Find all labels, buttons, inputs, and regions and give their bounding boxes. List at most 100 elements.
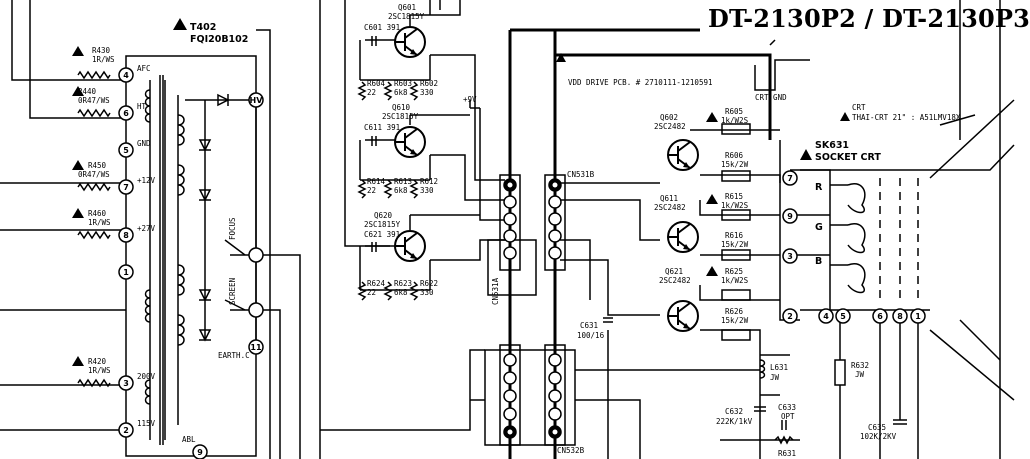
r420-ref: R420 bbox=[88, 357, 107, 366]
svg-text:11: 11 bbox=[250, 343, 262, 352]
t402-pin-label-7: +12V bbox=[137, 176, 156, 185]
svg-text:R622: R622 bbox=[420, 279, 438, 288]
socket-pin-8: 8 bbox=[892, 308, 908, 324]
svg-text:3: 3 bbox=[123, 379, 129, 388]
t402-hv-terminal: HV bbox=[248, 92, 264, 108]
r631-ref: R631 bbox=[778, 449, 796, 458]
svg-text:1: 1 bbox=[915, 312, 921, 321]
connector-pin bbox=[548, 212, 562, 226]
connector-pin bbox=[503, 353, 517, 367]
transistor-ref: Q610 bbox=[392, 103, 411, 112]
bias-group-2: R614 22 R613 6k8 R612 330 bbox=[367, 177, 438, 195]
c635-value: 102K/2KV bbox=[860, 432, 897, 441]
c631-value: 100/16 bbox=[577, 331, 605, 340]
connector-pin bbox=[548, 389, 562, 403]
crt-gnd-label: CRT GND bbox=[755, 93, 787, 102]
svg-text:4: 4 bbox=[123, 71, 129, 80]
connector-pin bbox=[548, 407, 562, 421]
connector-pin bbox=[548, 425, 562, 439]
svg-text:2: 2 bbox=[123, 426, 129, 435]
svg-text:4: 4 bbox=[823, 312, 829, 321]
t402-pin-label-5: GND bbox=[137, 139, 151, 148]
svg-text:R602: R602 bbox=[420, 79, 438, 88]
t402-pin-7: 7+12V bbox=[118, 176, 156, 195]
t402-pin-6: 6HT bbox=[118, 102, 147, 121]
r606-value: 15k/2W bbox=[721, 160, 749, 169]
svg-text:330: 330 bbox=[420, 88, 434, 97]
svg-text:22: 22 bbox=[367, 88, 376, 97]
svg-text:6k8: 6k8 bbox=[394, 186, 408, 195]
connector-pin bbox=[503, 371, 517, 385]
r430-ref: R430 bbox=[92, 46, 111, 55]
connector-pin bbox=[503, 389, 517, 403]
socket-pin-1: 1 bbox=[910, 308, 926, 324]
c601-label: C601 391 bbox=[364, 23, 400, 32]
svg-text:R613: R613 bbox=[394, 177, 412, 186]
cn531a-label: CN531A bbox=[491, 277, 500, 305]
r430-value: 1R/WS bbox=[92, 55, 115, 64]
focus-terminal bbox=[248, 247, 264, 263]
cn532b-label: CN532B bbox=[557, 446, 585, 455]
t402-pin-8: 8+27V bbox=[118, 224, 156, 243]
svg-text:6k8: 6k8 bbox=[394, 88, 408, 97]
q602-part: 2SC2482 bbox=[654, 122, 686, 131]
r440-ref: R440 bbox=[78, 87, 97, 96]
svg-text:3: 3 bbox=[787, 252, 793, 261]
focus-label: FOCUS bbox=[228, 217, 237, 240]
earth-c-label: EARTH.C bbox=[218, 351, 250, 360]
c632-value: 222K/1kV bbox=[716, 417, 753, 426]
r460-ref: R460 bbox=[88, 209, 107, 218]
c611-label: C611 391 bbox=[364, 123, 400, 132]
svg-text:6k8: 6k8 bbox=[394, 288, 408, 297]
t402-pin-label-3: 200V bbox=[137, 372, 156, 381]
sk631-ref: SK631 bbox=[815, 140, 849, 151]
t402-pin-11: 11 bbox=[248, 339, 264, 355]
connector-cn531 bbox=[499, 174, 566, 446]
transistor-q621 bbox=[667, 300, 699, 332]
r625-ref: R625 bbox=[725, 267, 743, 276]
connector-pin bbox=[548, 229, 562, 243]
connector-pin bbox=[503, 195, 517, 209]
r450-value: 0R47/WS bbox=[78, 170, 110, 179]
transistor-part: 2SC1815Y bbox=[364, 220, 401, 229]
diagram-title: DT-2130P2 / DT-2130P3 bbox=[708, 4, 1030, 33]
svg-text:HV: HV bbox=[250, 96, 264, 105]
r626-ref: R626 bbox=[725, 307, 744, 316]
connector-pin bbox=[503, 407, 517, 421]
svg-text:9: 9 bbox=[787, 212, 793, 221]
connector-pin bbox=[548, 195, 562, 209]
r616-ref: R616 bbox=[725, 231, 744, 240]
r420-value: 1R/WS bbox=[88, 366, 111, 375]
sk631-desc: SOCKET CRT bbox=[815, 152, 881, 163]
connector-pin bbox=[503, 246, 517, 260]
svg-text:R624: R624 bbox=[367, 279, 386, 288]
screen-terminal bbox=[248, 302, 264, 318]
t402-ref: T402 bbox=[190, 22, 216, 33]
svg-text:R604: R604 bbox=[367, 79, 386, 88]
c635-ref: C635 bbox=[868, 423, 886, 432]
t402-pin-1: 1 bbox=[118, 264, 134, 280]
transistor-q602 bbox=[667, 139, 699, 171]
svg-text:R603: R603 bbox=[394, 79, 412, 88]
svg-text:7: 7 bbox=[787, 174, 793, 183]
svg-text:5: 5 bbox=[840, 312, 846, 321]
r605-ref: R605 bbox=[725, 107, 743, 116]
socket-pin-7: 7 bbox=[782, 170, 798, 186]
r625-value: 1k/W2S bbox=[721, 276, 749, 285]
c633-ref: C633 bbox=[778, 403, 796, 412]
c632-ref: C632 bbox=[725, 407, 743, 416]
vdd-pcb-label: VDD DRIVE PCB. # 2710111-1210591 bbox=[568, 78, 713, 87]
connector-pin bbox=[503, 425, 517, 439]
r615-value: 1k/W2S bbox=[721, 201, 749, 210]
c633-value: OPT bbox=[781, 412, 795, 421]
bias-group-3: R624 22 R623 6k8 R622 330 bbox=[367, 279, 438, 297]
r632-ref: R632 bbox=[851, 361, 869, 370]
